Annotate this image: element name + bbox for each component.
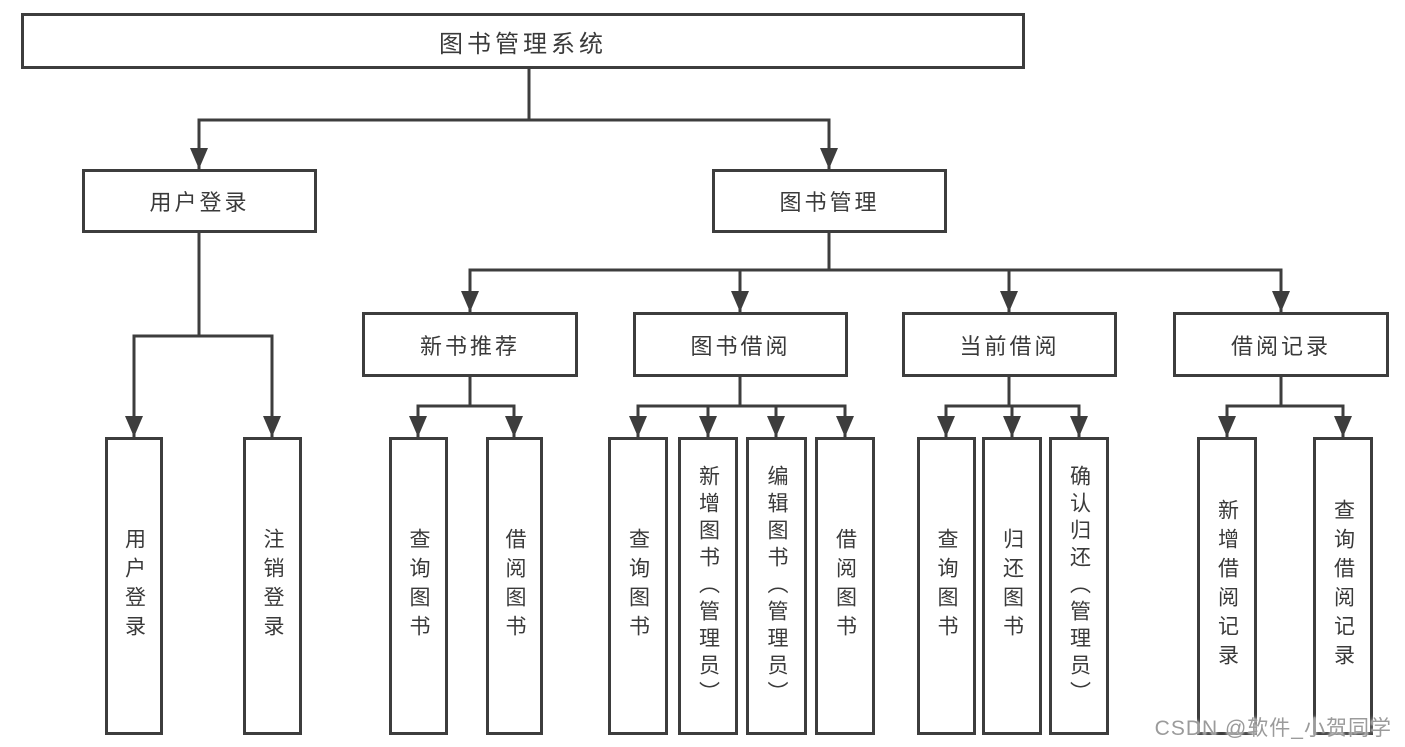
leaf-current-confirm-return-admin-label: 确认归还（管理员） [1067,464,1091,708]
node-book-borrowing: 图书借阅 [633,312,848,377]
leaf-records-query-record: 查询借阅记录 [1313,437,1373,735]
leaf-recommend-borrow-books-label: 借阅图书 [503,528,526,644]
node-user-login: 用户登录 [82,169,317,233]
leaf-current-confirm-return-admin: 确认归还（管理员） [1049,437,1109,735]
leaf-recommend-borrow-books: 借阅图书 [486,437,543,735]
leaf-current-query-books: 查询图书 [917,437,976,735]
leaf-records-add-record-label: 新增借阅记录 [1215,499,1239,673]
leaf-borrowing-query-books: 查询图书 [608,437,668,735]
node-root: 图书管理系统 [21,13,1025,69]
leaf-recommend-query-books: 查询图书 [389,437,448,735]
leaf-records-add-record: 新增借阅记录 [1197,437,1257,735]
leaf-user-login: 用户登录 [105,437,163,735]
leaf-recommend-query-books-label: 查询图书 [407,528,430,644]
node-borrow-records: 借阅记录 [1173,312,1389,377]
leaf-current-return-books: 归还图书 [982,437,1042,735]
leaf-current-query-books-label: 查询图书 [935,528,958,644]
node-new-book-recommend: 新书推荐 [362,312,578,377]
node-book-management: 图书管理 [712,169,947,233]
leaf-logout-label: 注销登录 [261,528,284,644]
leaf-borrowing-add-books-admin: 新增图书（管理员） [678,437,738,735]
leaf-borrowing-edit-books-admin-label: 编辑图书（管理员） [765,464,788,708]
leaf-borrowing-edit-books-admin: 编辑图书（管理员） [746,437,807,735]
connector-arrows [125,120,1352,437]
leaf-borrowing-query-books-label: 查询图书 [626,528,650,644]
leaf-borrowing-borrow-books-label: 借阅图书 [833,528,857,644]
leaf-user-login-label: 用户登录 [122,528,146,644]
leaf-borrowing-add-books-admin-label: 新增图书（管理员） [696,464,720,708]
node-current-borrowing: 当前借阅 [902,312,1117,377]
leaf-records-query-record-label: 查询借阅记录 [1331,499,1355,673]
leaf-borrowing-borrow-books: 借阅图书 [815,437,875,735]
leaf-current-return-books-label: 归还图书 [1000,528,1024,644]
leaf-logout: 注销登录 [243,437,302,735]
csdn-watermark: CSDN @软件_小贺同学 [1154,717,1392,740]
